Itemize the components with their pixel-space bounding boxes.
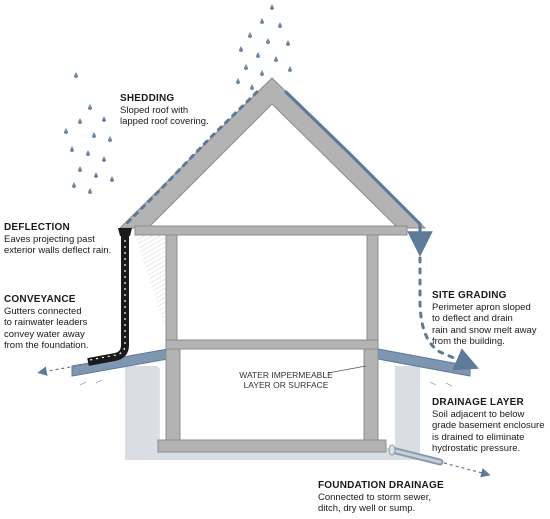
drainage-layer-body: Soil adjacent to below grade basement en… bbox=[432, 408, 545, 455]
water-flow-site-grading bbox=[418, 256, 480, 371]
conveyance-heading: CONVEYANCE bbox=[4, 294, 76, 305]
water-flow-roof-left bbox=[122, 90, 259, 228]
foundation-drain-pipe bbox=[388, 444, 491, 478]
conveyance-body: Gutters connected to rainwater leaders c… bbox=[4, 305, 89, 352]
water-flow-conveyance bbox=[37, 364, 83, 376]
wall-right-upper bbox=[366, 234, 379, 346]
label-site-grading: SITE GRADING Perimeter apron sloped to d… bbox=[432, 290, 537, 348]
floor-slab bbox=[165, 339, 379, 350]
label-impermeable-layer: WATER IMPERMEABLE LAYER OR SURFACE bbox=[239, 370, 333, 390]
ground-texture bbox=[79, 379, 453, 387]
label-conveyance: CONVEYANCE Gutters connected to rainwate… bbox=[4, 294, 89, 352]
drainage-soil-left bbox=[125, 366, 158, 460]
shedding-heading: SHEDDING bbox=[120, 93, 175, 104]
site-grading-body: Perimeter apron sloped to deflect and dr… bbox=[432, 301, 537, 348]
wall-left-basement bbox=[165, 348, 181, 450]
shedding-body: Sloped roof with lapped roof covering. bbox=[120, 104, 209, 128]
foundation-drainage-body: Connected to storm sewer, ditch, dry wel… bbox=[318, 491, 431, 515]
basement-slab bbox=[157, 439, 387, 453]
label-deflection: DEFLECTION Eaves projecting past exterio… bbox=[4, 222, 111, 257]
raindrops bbox=[64, 4, 292, 194]
eave-soffit-hatch bbox=[135, 235, 166, 330]
label-foundation-drainage: FOUNDATION DRAINAGE Connected to storm s… bbox=[318, 480, 444, 515]
site-grading-heading: SITE GRADING bbox=[432, 290, 507, 301]
foundation-drainage-heading: FOUNDATION DRAINAGE bbox=[318, 480, 444, 491]
wall-left-upper bbox=[165, 234, 178, 346]
label-shedding: SHEDDING Sloped roof with lapped roof co… bbox=[120, 93, 209, 128]
label-drainage-layer: DRAINAGE LAYER Soil adjacent to below gr… bbox=[432, 397, 545, 455]
deflection-heading: DEFLECTION bbox=[4, 222, 70, 233]
ceiling-slab bbox=[134, 225, 408, 236]
drainage-soil-right bbox=[395, 366, 420, 460]
wall-right-basement bbox=[363, 348, 379, 450]
deflection-body: Eaves projecting past exterior walls def… bbox=[4, 233, 112, 257]
drainage-layer-heading: DRAINAGE LAYER bbox=[432, 397, 524, 408]
apron-right bbox=[377, 348, 471, 377]
water-flow-roof-right bbox=[284, 90, 433, 257]
rainwater-leader bbox=[87, 228, 132, 366]
impermeable-leader-line bbox=[327, 365, 367, 374]
